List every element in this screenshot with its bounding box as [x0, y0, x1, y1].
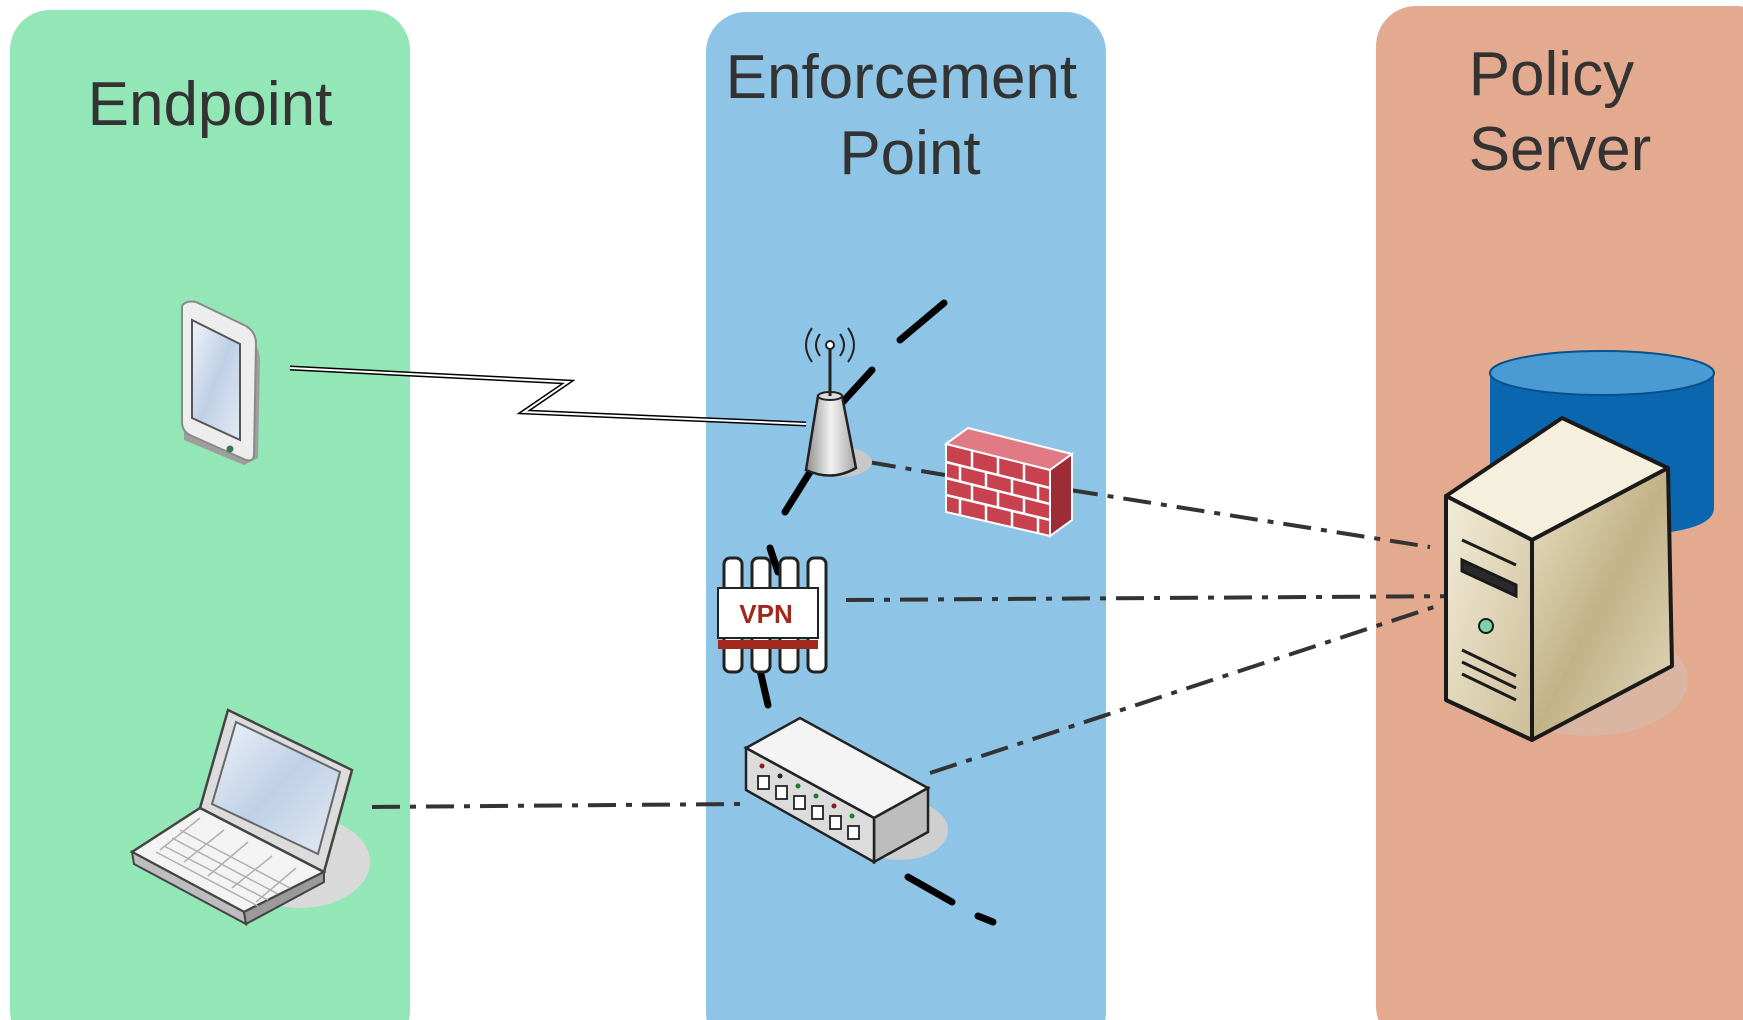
- laptop-icon: [129, 708, 370, 926]
- vpn-label: VPN: [739, 599, 792, 629]
- network-perimeter-line: [756, 299, 997, 926]
- endpoint-column-title: Endpoint: [88, 70, 333, 139]
- wireless-access-point-icon: [804, 327, 872, 477]
- vpn-to-server-link: [845, 594, 1471, 602]
- laptop-to-switch-link: [371, 802, 741, 809]
- switch-to-server-link: [929, 603, 1441, 775]
- server-icon: [1444, 416, 1688, 742]
- firewall-to-server-link: [1069, 488, 1431, 549]
- policy-server-column-title: Policy Server: [1469, 40, 1652, 184]
- firewall-icon: [943, 426, 1075, 538]
- network-switch-icon: [743, 716, 948, 865]
- tablet-icon: [181, 300, 260, 465]
- wired-links: [371, 460, 1471, 809]
- vpn-gateway-icon: VPN: [717, 556, 828, 674]
- ap-to-firewall-link: [867, 460, 946, 477]
- enforcement-point-column-title: Enforcement Point: [726, 43, 1095, 188]
